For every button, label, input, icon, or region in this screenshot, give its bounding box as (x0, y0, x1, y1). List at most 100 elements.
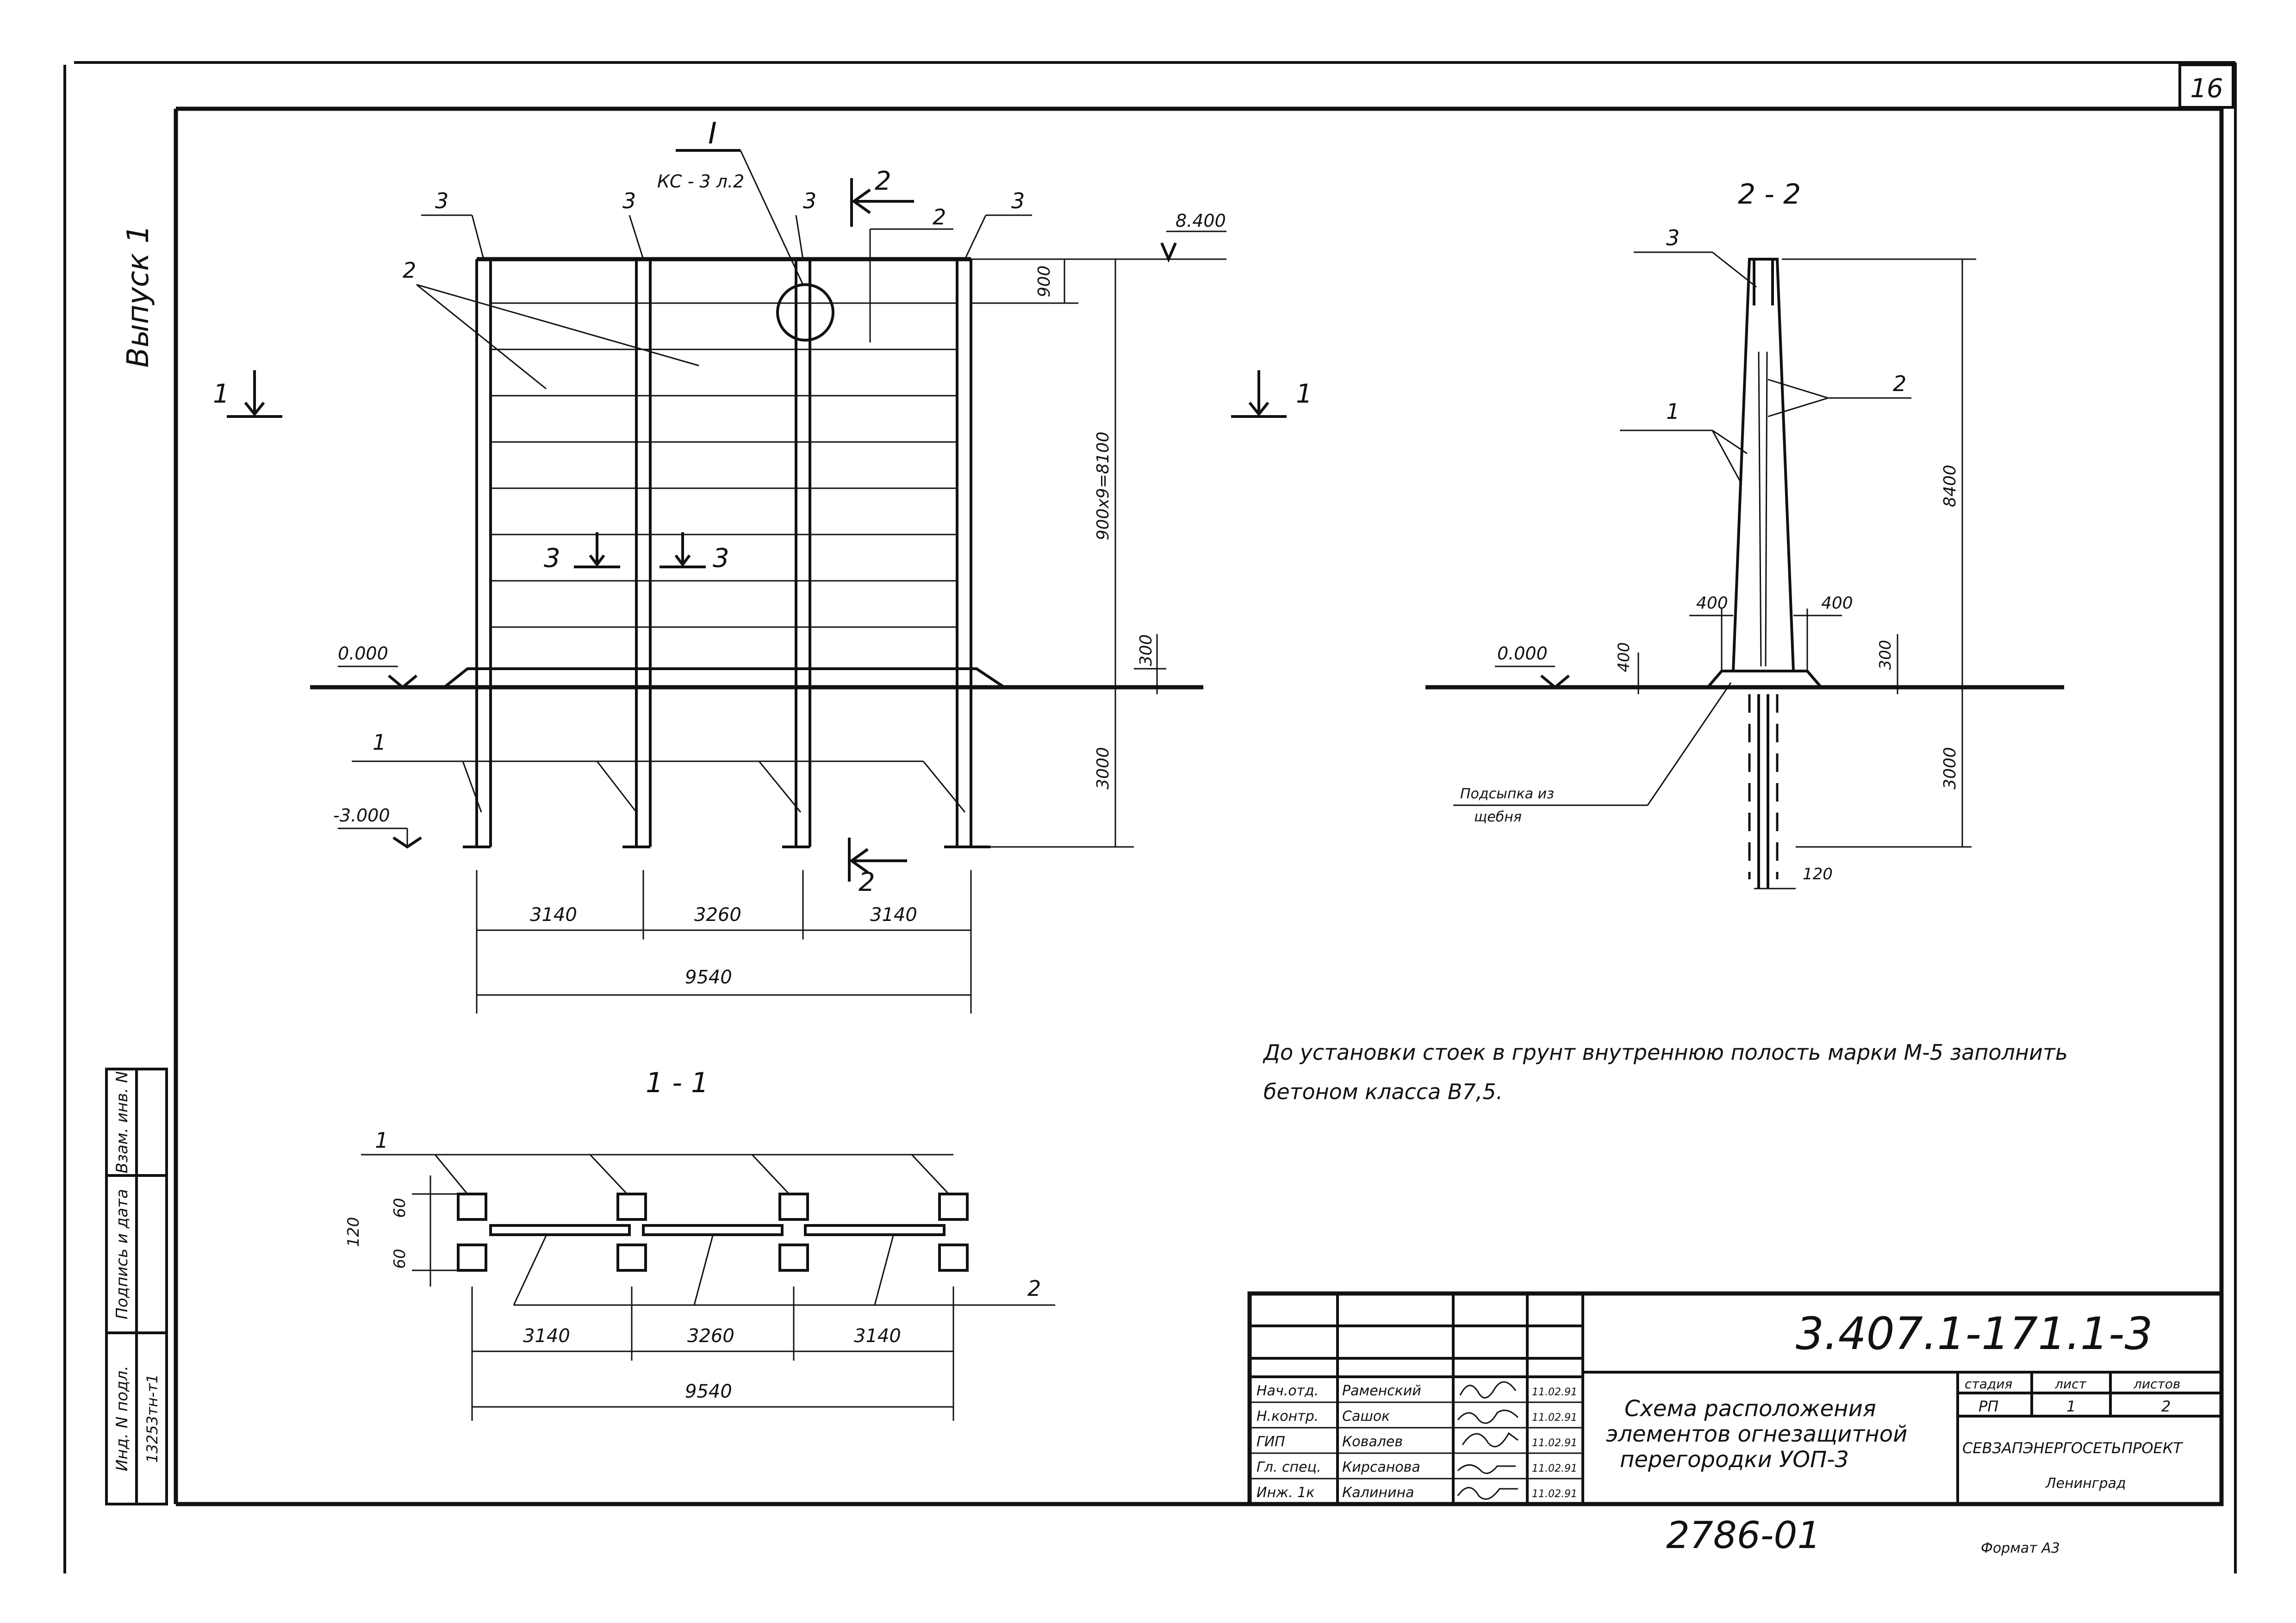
cut-1-left-label: 1 (213, 379, 230, 409)
crushed-stone-line1: Подсыпка из (1460, 786, 1554, 802)
section-2-2 (1425, 251, 2064, 889)
sec22-dim-120: 120 (1803, 865, 1833, 883)
note-line-2: бетоном класса В7,5. (1263, 1079, 1503, 1104)
doc-title-3: перегородки УОП-3 (1620, 1447, 1849, 1473)
side-strip (105, 1068, 168, 1505)
cut-2-top-label: 2 (875, 166, 891, 196)
post-foundations (463, 694, 990, 848)
sec22-label-2: 2 (1893, 371, 1906, 396)
name-2: Сашок (1342, 1408, 1390, 1424)
role-3: ГИП (1257, 1434, 1285, 1450)
front-elevation (227, 149, 1287, 1014)
sec11-span-right: 3140 (854, 1325, 901, 1347)
sec22-elev-zero: 0.000 (1497, 643, 1548, 664)
date-3: 11.02.91 (1532, 1437, 1577, 1449)
cut-3-left-label: 3 (544, 543, 560, 573)
sec22-label-1: 1 (1666, 399, 1680, 424)
sheet-header: лист (2054, 1376, 2086, 1392)
name-4: Кирсанова (1342, 1459, 1420, 1475)
role-2: Н.контр. (1257, 1408, 1319, 1424)
post-1 (475, 259, 492, 847)
dim-300: 300 (1137, 634, 1156, 666)
sec22-dim-400b: 400 (1821, 594, 1853, 613)
post-3 (795, 259, 811, 847)
sec22-dim-300: 300 (1876, 640, 1895, 670)
sec11-span-left: 3140 (523, 1325, 570, 1347)
cut-2-bottom-label: 2 (859, 867, 875, 897)
label-3-b: 3 (622, 188, 636, 213)
elev-bottom: -3.000 (333, 805, 390, 826)
sec11-title: 1 - 1 (646, 1067, 709, 1099)
label-1: 1 (373, 730, 386, 755)
dim-900: 900 (1035, 266, 1054, 298)
stage-value: РП (1979, 1398, 1998, 1415)
label-2-b: 2 (933, 205, 946, 230)
doc-title-1: Схема расположения (1624, 1396, 1876, 1422)
organization: СЕВЗАПЭНЕРГОСЕТЬПРОЕКТ (1962, 1439, 2183, 1457)
sheets-value: 2 (2161, 1398, 2171, 1415)
sec11-dim-120: 120 (344, 1217, 363, 1247)
span-mid: 3260 (694, 904, 741, 926)
date-1: 11.02.91 (1532, 1387, 1577, 1398)
cut-3-right-label: 3 (713, 543, 729, 573)
sec11-span-mid: 3260 (687, 1325, 734, 1347)
crushed-stone-line2: щебня (1474, 809, 1522, 825)
span-total: 9540 (685, 967, 732, 988)
name-3: Ковалев (1342, 1434, 1403, 1450)
doc-code: 3.407.1-171.1-3 (1796, 1308, 2153, 1360)
sheet-frame (63, 61, 2237, 1573)
sheet-number: 16 (2190, 74, 2223, 104)
cut-1-right-label: 1 (1296, 379, 1313, 409)
archive-number: 2786-01 (1666, 1514, 1821, 1557)
signatures (1457, 1381, 1519, 1500)
sec22-title: 2 - 2 (1738, 178, 1801, 211)
elev-zero: 0.000 (338, 643, 388, 664)
doc-title-2: элементов огнезащитной (1606, 1421, 1907, 1447)
label-2-a: 2 (403, 258, 416, 283)
vzam-inv-label: Взам. инв. N (113, 1071, 131, 1174)
sheets-header: листов (2133, 1376, 2180, 1392)
inv-number-label: Инд. N подл. (113, 1366, 131, 1471)
section-I-label: I (708, 117, 717, 151)
span-left: 3140 (530, 904, 577, 926)
date-5: 11.02.91 (1532, 1488, 1577, 1500)
dim-3000: 3000 (1094, 747, 1113, 790)
elev-top: 8.400 (1176, 211, 1226, 231)
label-3-a: 3 (435, 188, 448, 213)
title-block (1247, 1291, 2224, 1506)
detail-circle-I (776, 283, 834, 342)
sec22-dim-400a: 400 (1696, 594, 1728, 613)
inv-number-value: 13253тн-т1 (143, 1374, 161, 1463)
note-line-1: До установки стоек в грунт внутреннюю по… (1263, 1040, 2068, 1065)
sec22-dim-400v: 400 (1615, 642, 1633, 672)
sec22-dim-8400: 8400 (1941, 465, 1960, 507)
span-right: 3140 (870, 904, 917, 926)
sec11-label-1: 1 (375, 1128, 388, 1153)
sec11-dim-60b: 60 (391, 1249, 409, 1269)
role-5: Инж. 1к (1257, 1485, 1314, 1501)
sec11-span-total: 9540 (685, 1381, 732, 1402)
date-4: 11.02.91 (1532, 1463, 1577, 1474)
name-5: Калинина (1342, 1485, 1414, 1501)
kc-reference: КС - 3 л.2 (657, 171, 744, 192)
dim-stack: 900х9=8100 (1094, 432, 1113, 541)
sec22-dim-3000: 3000 (1941, 747, 1960, 790)
sheet-value: 1 (2066, 1398, 2076, 1415)
wall-panels (491, 302, 957, 628)
stage-header: стадия (1965, 1376, 2012, 1392)
label-3-c: 3 (803, 188, 816, 213)
sec11-label-2: 2 (1027, 1276, 1041, 1301)
format-label: Формат А3 (1981, 1540, 2060, 1556)
role-1: Нач.отд. (1257, 1383, 1319, 1399)
sec11-dim-60a: 60 (391, 1198, 409, 1218)
vypusk-label: Выпуск 1 (121, 224, 156, 367)
post-2 (635, 259, 652, 847)
city: Ленинград (2045, 1475, 2126, 1492)
label-3-d: 3 (1011, 188, 1025, 213)
date-2: 11.02.91 (1532, 1412, 1577, 1424)
name-1: Раменский (1342, 1383, 1421, 1399)
post-4 (956, 259, 972, 847)
role-4: Гл. спец. (1257, 1459, 1321, 1475)
section-1-1 (361, 1154, 1055, 1421)
